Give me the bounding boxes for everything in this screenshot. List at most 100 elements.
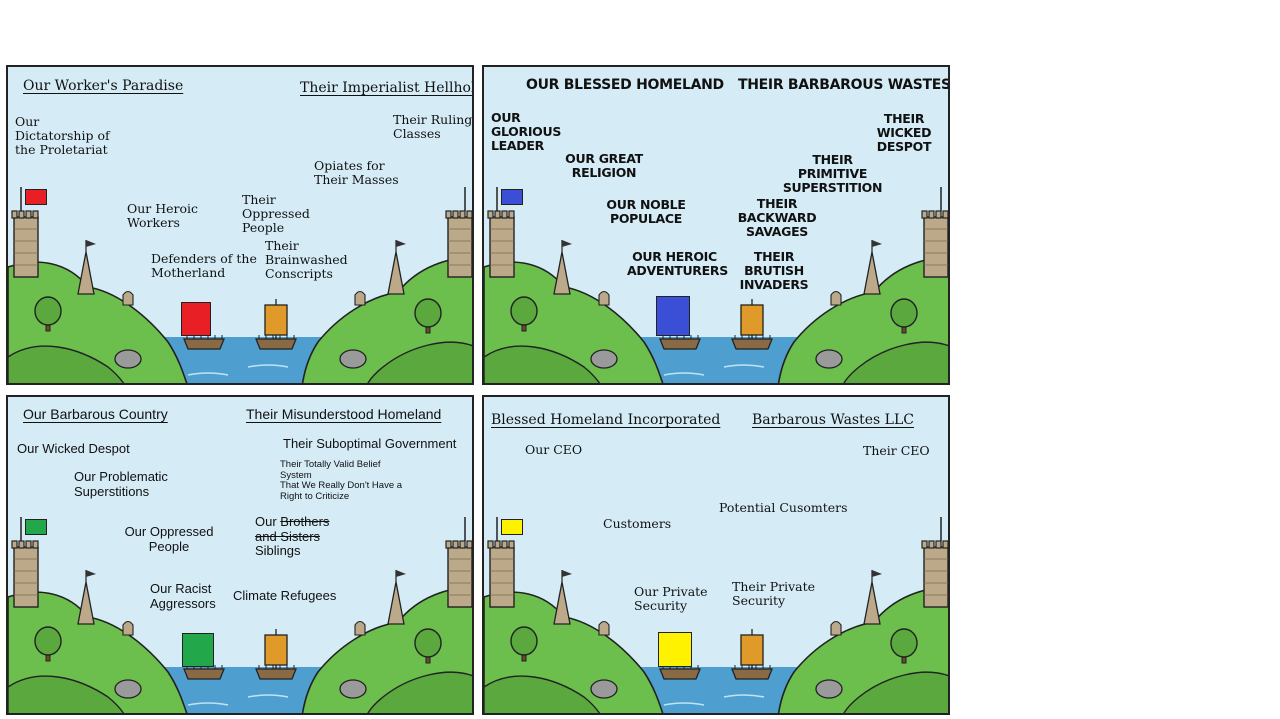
label-religion: OUR GREAT RELIGION: [565, 151, 643, 180]
tower-battlement: [32, 210, 39, 219]
label-government: Their Suboptimal Government: [283, 436, 457, 451]
tower-battlement: [494, 540, 501, 549]
label-ceo-left: Our CEO: [525, 442, 583, 457]
tower-battlement: [32, 540, 39, 549]
left-foreground-hill: [8, 345, 125, 383]
left-flag-yellow: [501, 519, 523, 535]
castle-tower: [489, 546, 515, 608]
label-siblings: Siblings: [255, 543, 301, 559]
spire-pennant: [562, 570, 572, 577]
tower-battlement: [921, 540, 928, 549]
rock: [339, 349, 367, 369]
label-text: Our Dictatorship of the Proletariat: [15, 114, 110, 157]
title-right: Their Imperialist Hellhole: [300, 80, 474, 96]
tower-battlement: [921, 210, 928, 219]
church-spire: [553, 251, 571, 295]
label-customers: Customers: [603, 516, 672, 531]
title-right: Barbarous Wastes LLC: [752, 412, 914, 428]
tower-battlement: [11, 540, 18, 549]
spire-pennant: [86, 240, 96, 247]
label-belief: Their Totally Valid Belief System That W…: [280, 459, 403, 503]
castle-tower: [489, 216, 515, 278]
boat-hull: [255, 338, 297, 350]
title-left: Blessed Homeland Incorporated: [491, 412, 721, 428]
label-despot: THEIR WICKED DESPOT: [876, 111, 932, 154]
scene-illustration: [484, 517, 948, 713]
panel-blessed-homeland: OUR BLESSED HOMELAND THEIR BARBAROUS WAS…: [482, 65, 950, 385]
church-spire: [553, 581, 571, 625]
label-opiates: Opiates for Their Masses: [314, 158, 399, 187]
panel-blessed-homeland-inc: Blessed Homeland Incorporated Barbarous …: [482, 395, 950, 715]
title-left: Our Barbarous Country: [23, 406, 168, 422]
title-left: Our Worker's Paradise: [23, 78, 184, 94]
tower-battlement: [11, 210, 18, 219]
left-flag-blue: [501, 189, 523, 205]
spire-pennant: [872, 240, 882, 247]
tree-canopy: [510, 626, 538, 656]
tower-battlement: [928, 210, 935, 219]
tower-battlement: [25, 210, 32, 219]
title-left: OUR BLESSED HOMELAND: [526, 77, 724, 93]
label-oppressed: Our Oppressed People: [124, 524, 214, 554]
tower-battlement: [18, 540, 25, 549]
label-and-sisters-struck: and Sisters: [255, 528, 321, 544]
left-sail-blue: [656, 296, 690, 336]
tree-canopy: [34, 296, 62, 326]
rock: [590, 349, 618, 369]
label-superstition: THEIR PRIMITIVE SUPERSTITION: [782, 152, 883, 195]
castle-tower: [923, 546, 948, 608]
belief-line-4: Right to Criticize: [280, 490, 350, 502]
castle-tower: [13, 216, 39, 278]
title-right: Their Misunderstood Homeland: [246, 406, 442, 422]
hut: [598, 290, 610, 306]
castle-tower: [447, 216, 472, 278]
right-foreground-hill: [367, 341, 472, 383]
label-conscripts: Their Brainwashed Conscripts: [265, 238, 348, 281]
label-brothers-struck: Brothers: [280, 514, 330, 529]
label-despot: Our Wicked Despot: [17, 441, 130, 456]
boat-hull: [183, 668, 225, 680]
tower-battlement: [928, 540, 935, 549]
belief-line-3: That We Really Don't Have a: [280, 480, 403, 492]
scene-illustration: [8, 517, 472, 713]
tower-battlement: [935, 210, 942, 219]
label-our: Our: [255, 514, 277, 529]
castle-tower: [447, 546, 472, 608]
tower-battlement: [466, 540, 472, 549]
hut: [830, 290, 842, 306]
tower-battlement: [459, 210, 466, 219]
rock: [815, 679, 843, 699]
left-sail-yellow: [658, 632, 692, 667]
label-ceo-right: Their CEO: [863, 443, 930, 458]
label-adventurers: OUR HEROIC ADVENTURERS: [627, 249, 728, 278]
tower-battlement: [466, 210, 472, 219]
scene-illustration: [8, 187, 472, 383]
rock: [114, 349, 142, 369]
spire-pennant: [396, 240, 406, 247]
left-flag-red: [25, 189, 47, 205]
right-foreground-hill: [843, 341, 948, 383]
tower-battlement: [487, 210, 494, 219]
label-dictatorship: Our Dictatorship of the Proletariat: [15, 115, 120, 157]
spire-pennant: [86, 570, 96, 577]
hut: [122, 290, 134, 306]
label-leader: OUR GLORIOUS LEADER: [491, 110, 562, 153]
church-spire: [387, 251, 405, 295]
rock: [815, 349, 843, 369]
church-spire: [77, 581, 95, 625]
boat-hull: [183, 338, 225, 350]
boat-sail: [264, 634, 288, 666]
left-foreground-hill: [8, 675, 125, 713]
left-sail-green: [182, 633, 214, 667]
label-security-left: Our Private Security: [634, 584, 708, 613]
rock: [114, 679, 142, 699]
boat-sail: [264, 304, 288, 336]
tower-battlement: [445, 210, 452, 219]
tower-battlement: [459, 540, 466, 549]
label-superstitions: Our Problematic Superstitions: [74, 469, 168, 499]
tower-battlement: [445, 540, 452, 549]
boat-hull: [255, 668, 297, 680]
rock: [339, 679, 367, 699]
spire-pennant: [396, 570, 406, 577]
left-foreground-hill: [484, 675, 601, 713]
